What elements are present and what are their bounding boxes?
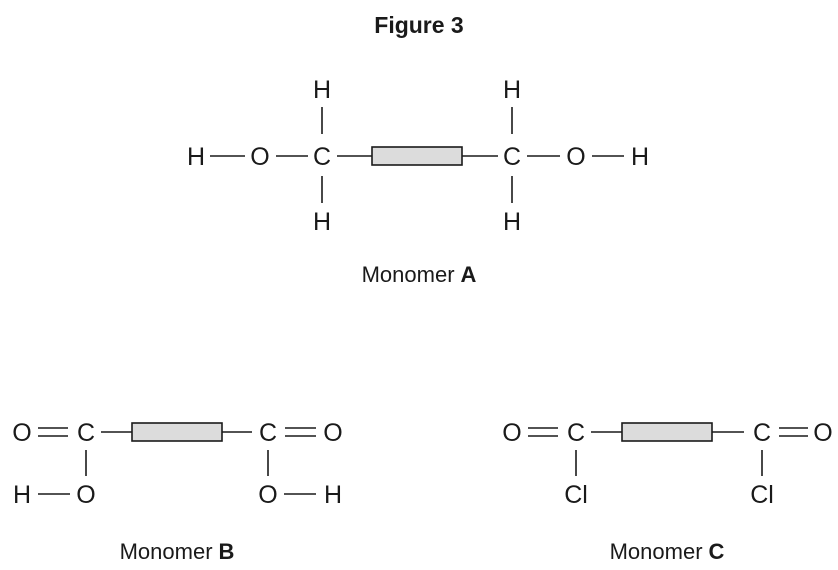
atom-o: O (250, 143, 269, 171)
atom-o: O (566, 143, 585, 171)
atom-h: H (503, 208, 521, 236)
atom-c: C (503, 143, 521, 171)
atom-h: H (503, 76, 521, 104)
caption-letter: A (461, 262, 477, 287)
caption-letter: B (219, 539, 235, 564)
atom-c: C (753, 419, 771, 447)
atom-h: H (313, 76, 331, 104)
atom-h: H (313, 208, 331, 236)
figure-title: Figure 3 (374, 12, 464, 38)
atom-cl: Cl (564, 481, 588, 509)
atom-c: C (313, 143, 331, 171)
atom-h: H (631, 143, 649, 171)
atom-cl: Cl (750, 481, 774, 509)
monomer-c-structure: O C C O Cl Cl (502, 419, 832, 509)
hydrocarbon-block (371, 146, 463, 166)
monomer-a-structure: H H H O C C O H H H (187, 76, 649, 236)
atom-o: O (813, 419, 832, 447)
atom-c: C (77, 419, 95, 447)
atom-h: H (324, 481, 342, 509)
hydrocarbon-block (621, 422, 713, 442)
caption-word: Monomer (362, 262, 455, 287)
atom-o: O (502, 419, 521, 447)
atom-o: O (76, 481, 95, 509)
atom-h: H (13, 481, 31, 509)
atom-c: C (567, 419, 585, 447)
atom-o: O (12, 419, 31, 447)
atom-h: H (187, 143, 205, 171)
atom-o: O (258, 481, 277, 509)
atom-o: O (323, 419, 342, 447)
atom-c: C (259, 419, 277, 447)
caption-word: Monomer (120, 539, 213, 564)
caption-word: Monomer (610, 539, 703, 564)
monomer-b-structure: O C C O H O O H (12, 419, 342, 509)
caption-letter: C (709, 539, 725, 564)
hydrocarbon-block (131, 422, 223, 442)
